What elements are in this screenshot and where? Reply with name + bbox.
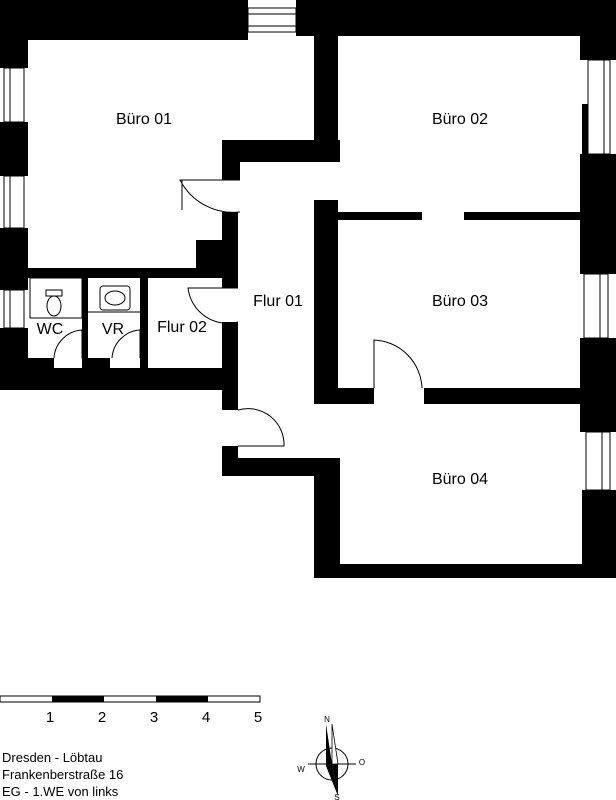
scale-label-1: 1: [46, 709, 54, 726]
windows: [3, 7, 611, 491]
address-line-2: Frankenberstraße 16: [2, 767, 124, 782]
room-label-buero-04: Büro 04: [432, 471, 488, 488]
doors: [53, 179, 423, 447]
address-line-1: Dresden - Löbtau: [2, 750, 103, 765]
compass-letter-n: N: [324, 715, 330, 724]
scale-label-4: 4: [202, 709, 210, 726]
scale-label-5: 5: [254, 709, 262, 726]
compass-letter-w: W: [297, 765, 305, 774]
room-label-wc: WC: [37, 321, 64, 338]
room-label-buero-01: Büro 01: [116, 111, 172, 128]
room-label-buero-03: Büro 03: [432, 293, 488, 310]
room-label-flur-02: Flur 02: [157, 319, 207, 336]
compass-rose-icon: N S W O: [297, 715, 365, 800]
scale-bar: 1 2 3 4 5: [0, 695, 262, 726]
fixtures: [29, 275, 143, 319]
address-line-3: EG - 1.WE von links: [2, 784, 119, 799]
room-labels: Büro 01 Büro 02 Büro 03 Büro 04 Flur 01 …: [37, 111, 488, 488]
room-label-flur-01: Flur 01: [253, 293, 303, 310]
scale-label-2: 2: [98, 709, 106, 726]
compass-letter-o: O: [359, 758, 365, 767]
walls: [0, 0, 616, 578]
room-label-vr: VR: [102, 321, 124, 338]
scale-label-3: 3: [150, 709, 158, 726]
room-label-buero-02: Büro 02: [432, 111, 488, 128]
compass-letter-s: S: [334, 793, 339, 800]
